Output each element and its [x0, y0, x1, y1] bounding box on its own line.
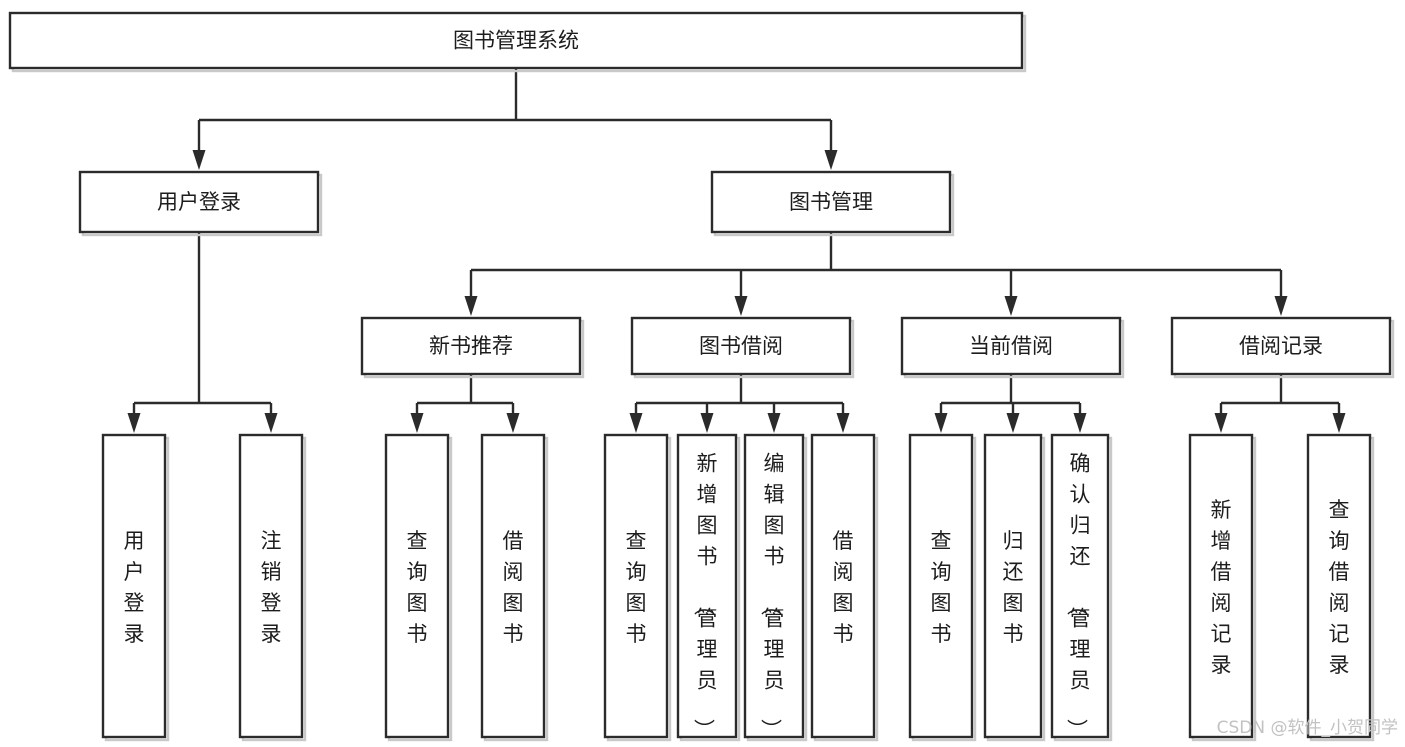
edge-group-book-manage [464, 232, 1288, 316]
node-rect[interactable] [1050, 433, 1110, 739]
node-leaf-query-book-rec[interactable]: 查询图书 [384, 433, 453, 742]
node-rect[interactable] [810, 433, 876, 739]
node-label: 图书借阅 [699, 334, 783, 358]
node-leaf-query-record[interactable]: 查询借阅记录 [1306, 433, 1375, 742]
node-label: 图书管理系统 [453, 29, 579, 53]
edge-group-user-login [127, 232, 278, 433]
node-leaf-borrow-book-rec[interactable]: 借阅图书 [480, 433, 549, 742]
node-leaf-add-book[interactable]: 新增图书（管理员） [676, 433, 741, 742]
node-rect[interactable] [743, 433, 805, 739]
node-rect[interactable] [710, 170, 952, 234]
node-leaf-add-record[interactable]: 新增借阅记录 [1188, 433, 1257, 742]
edge-group-new-book-recommend [410, 374, 520, 433]
node-label: 查询借阅记录 [1329, 498, 1350, 677]
node-label: 用户登录 [124, 529, 145, 646]
node-rect[interactable] [78, 170, 320, 234]
connector-layer [127, 68, 1346, 433]
node-user-login[interactable]: 用户登录 [78, 170, 323, 237]
node-leaf-query-book-cur[interactable]: 查询图书 [908, 433, 977, 742]
node-rect[interactable] [983, 433, 1043, 739]
node-root[interactable]: 图书管理系统 [8, 11, 1027, 73]
edge-group-borrow-record [1214, 374, 1346, 433]
node-rect[interactable] [480, 433, 546, 739]
edge-group-book-borrow [629, 374, 850, 433]
node-label: 借阅图书 [503, 529, 524, 646]
node-label: 查询图书 [931, 529, 952, 646]
node-leaf-query-book-borrow[interactable]: 查询图书 [603, 433, 672, 742]
node-label: 查询图书 [407, 529, 428, 646]
node-label: 确认归还（管理员） [1065, 452, 1091, 740]
node-label: 借阅记录 [1239, 334, 1323, 358]
node-leaf-logout[interactable]: 注销登录 [238, 433, 307, 742]
node-label: 借阅图书 [833, 529, 854, 646]
node-leaf-confirm-return[interactable]: 确认归还（管理员） [1050, 433, 1113, 742]
node-label: 查询图书 [626, 529, 647, 646]
node-borrow-record[interactable]: 借阅记录 [1170, 316, 1395, 379]
node-book-manage[interactable]: 图书管理 [710, 170, 955, 237]
node-rect[interactable] [8, 11, 1024, 70]
node-rect[interactable] [384, 433, 450, 739]
node-label: 归还图书 [1003, 529, 1024, 646]
node-rect[interactable] [676, 433, 738, 739]
node-rect[interactable] [1188, 433, 1254, 739]
node-book-borrow[interactable]: 图书借阅 [630, 316, 855, 379]
node-label: 新书推荐 [429, 334, 513, 358]
node-leaf-return-book[interactable]: 归还图书 [983, 433, 1046, 742]
node-label: 编辑图书（管理员） [759, 452, 785, 740]
node-leaf-user-login[interactable]: 用户登录 [101, 433, 170, 742]
node-label: 新增图书（管理员） [692, 452, 718, 740]
node-new-book-recommend[interactable]: 新书推荐 [360, 316, 585, 379]
node-rect[interactable] [900, 316, 1122, 376]
csdn-watermark: CSDN @软件_小贺同学 [1217, 718, 1398, 738]
node-leaf-edit-book[interactable]: 编辑图书（管理员） [743, 433, 808, 742]
node-rect[interactable] [908, 433, 974, 739]
node-label: 新增借阅记录 [1211, 498, 1232, 677]
node-label: 图书管理 [789, 190, 873, 214]
node-rect[interactable] [1170, 316, 1392, 376]
node-rect[interactable] [238, 433, 304, 739]
node-leaf-borrow-book[interactable]: 借阅图书 [810, 433, 879, 742]
edge-group-current-borrow [934, 374, 1087, 433]
node-label: 注销登录 [261, 529, 282, 646]
node-current-borrow[interactable]: 当前借阅 [900, 316, 1125, 379]
edge-group-root [192, 68, 838, 170]
node-label: 当前借阅 [969, 334, 1053, 358]
node-rect[interactable] [603, 433, 669, 739]
node-label: 用户登录 [157, 190, 241, 214]
node-layer: 图书管理系统用户登录图书管理新书推荐图书借阅当前借阅借阅记录用户登录注销登录查询… [8, 11, 1395, 742]
node-rect[interactable] [1306, 433, 1372, 739]
node-rect[interactable] [101, 433, 167, 739]
node-rect[interactable] [630, 316, 852, 376]
node-rect[interactable] [360, 316, 582, 376]
